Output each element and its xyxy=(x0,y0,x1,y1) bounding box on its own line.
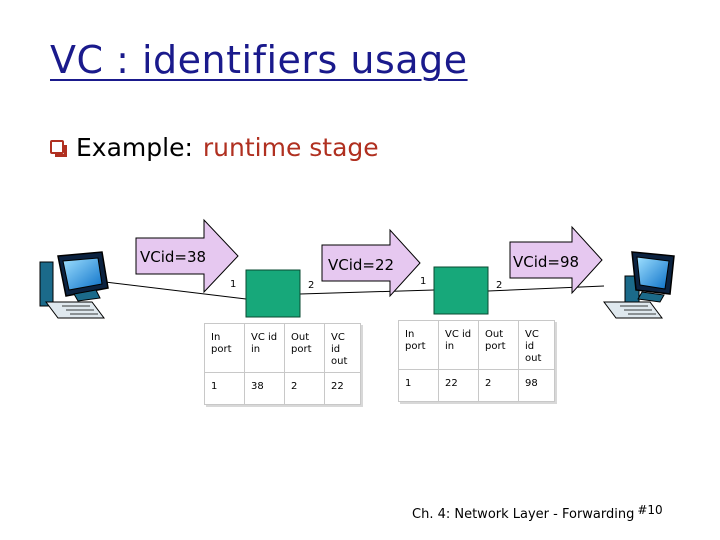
vc-arrow-1-shape xyxy=(135,218,239,294)
bullet-highlight: runtime stage xyxy=(202,132,379,162)
bullet-text: Example: xyxy=(76,132,193,162)
link-router-a-router-b xyxy=(299,289,435,295)
vc-arrow-3-shape xyxy=(509,225,603,295)
host-computer-left xyxy=(39,251,109,319)
table-row: 1 22 2 98 xyxy=(398,369,555,402)
bullet-icon xyxy=(50,140,67,157)
table-cell: 2 xyxy=(478,369,519,402)
footer-text: Ch. 4: Network Layer - Forwarding xyxy=(412,507,635,522)
link-router-b-host-b xyxy=(487,285,605,292)
table-cell: 2 xyxy=(284,372,325,405)
table-cell: 1 xyxy=(398,369,439,402)
link-host-a-router-a xyxy=(104,281,247,300)
table-cell: 22 xyxy=(324,372,361,405)
host-computer-right xyxy=(603,251,675,319)
vc-arrow-3-label: VCid=98 xyxy=(513,253,579,271)
table-row: 1 38 2 22 xyxy=(204,372,361,405)
table-cell: 22 xyxy=(438,369,479,402)
router-right xyxy=(433,266,489,315)
slide-title: VC : identifiers usage xyxy=(50,38,468,82)
table-cell: 98 xyxy=(518,369,555,402)
bullet-item: Example: runtime stage xyxy=(50,130,379,164)
port-label-router-left-out: 2 xyxy=(308,280,314,291)
router-left xyxy=(245,269,301,318)
port-label-router-left-in: 1 xyxy=(230,279,236,290)
table-cell: 1 xyxy=(204,372,245,405)
port-label-router-right-in: 1 xyxy=(420,276,426,287)
page-number: #10 xyxy=(637,503,663,517)
slide-footer: Ch. 4: Network Layer - Forwarding#10 xyxy=(412,503,663,522)
vc-arrow-2-label: VCid=22 xyxy=(328,256,394,274)
table-cell: 38 xyxy=(244,372,285,405)
vc-arrow-1-label: VCid=38 xyxy=(140,248,206,266)
vc-arrow-2-shape xyxy=(321,228,421,298)
port-label-router-right-out: 2 xyxy=(496,280,502,291)
